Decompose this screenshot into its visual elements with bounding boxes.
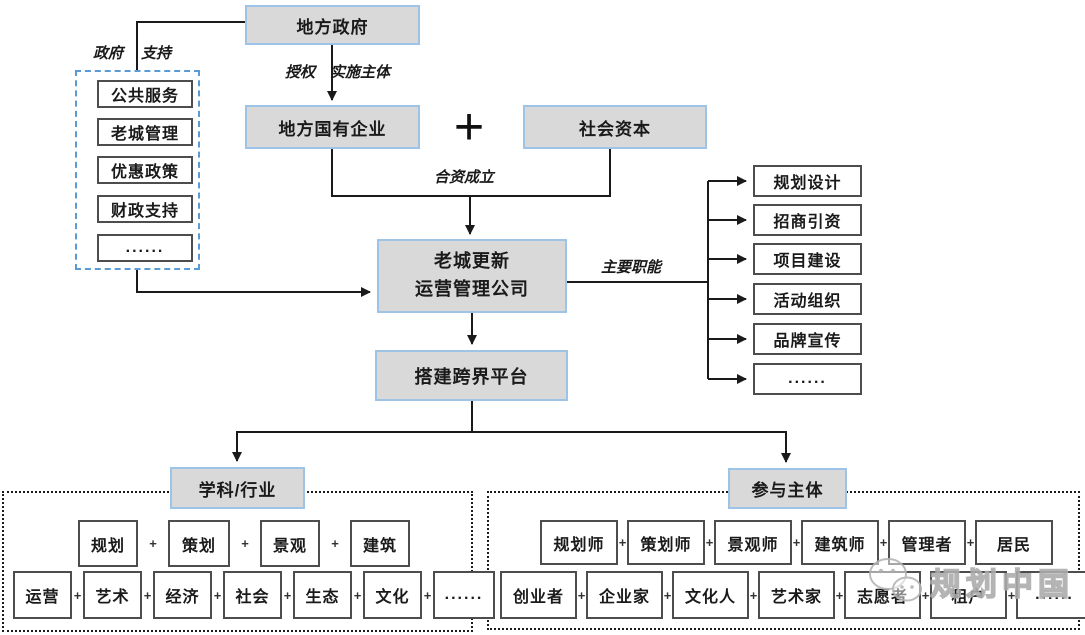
node-social-capital: 社会资本 (523, 105, 707, 149)
node-renewal-company: 老城更新 运营管理公司 (377, 239, 567, 313)
discipline-item: 经济 (153, 571, 212, 619)
label-government-support: 政府 支持 (93, 42, 171, 63)
function-item-ellipsis: ...... (753, 363, 862, 395)
plus-separator: + (921, 587, 930, 603)
plus-sign-large: + (453, 98, 485, 156)
discipline-item: 艺术 (83, 571, 142, 619)
support-item: 公共服务 (97, 80, 193, 108)
discipline-item: 策划 (168, 520, 230, 567)
plus-separator: + (749, 587, 758, 603)
plus-separator: + (792, 535, 801, 550)
plus-separator: + (577, 587, 586, 603)
plus-separator: + (331, 536, 339, 551)
company-name-line1: 老城更新 (434, 251, 510, 272)
company-name-line2: 运营管理公司 (415, 279, 529, 299)
plus-separator: + (663, 587, 672, 603)
support-item: 老城管理 (97, 118, 193, 146)
participants-title: 参与主体 (728, 468, 847, 509)
label-authorize-implement: 授权 实施主体 (285, 61, 390, 82)
plus-separator: + (241, 536, 249, 551)
disciplines-row1: 规划 + 策划 + 景观 + 建筑 (78, 520, 410, 567)
plus-separator: + (213, 587, 222, 603)
plus-separator: + (835, 587, 844, 603)
participant-item: 规划师 (540, 520, 618, 565)
label-implement-body: 实施主体 (330, 65, 391, 81)
participant-item: 文化人 (672, 571, 749, 619)
support-item: 财政支持 (97, 195, 193, 223)
plus-separator: + (705, 535, 714, 550)
function-item: 项目建设 (753, 243, 862, 275)
label-authorize: 授权 (285, 65, 316, 81)
function-item: 招商引资 (753, 204, 862, 236)
node-platform: 搭建跨界平台 (375, 350, 568, 401)
participant-item: 策划师 (627, 520, 705, 565)
label-main-functions: 主要职能 (601, 260, 662, 276)
participant-item: 志愿者 (844, 571, 921, 619)
participant-item: 创业者 (500, 571, 577, 619)
plus-separator: + (149, 536, 157, 551)
participant-item: 租户 (930, 571, 1007, 619)
discipline-item: 规划 (78, 520, 138, 567)
support-item: 优惠政策 (97, 156, 193, 184)
disciplines-row2: 运营 + 艺术 + 经济 + 社会 + 生态 + 文化 + ...... (13, 571, 495, 619)
node-local-soe: 地方国有企业 (245, 105, 420, 149)
function-item: 品牌宣传 (753, 323, 862, 355)
participant-item: 景观师 (714, 520, 792, 565)
participants-row1: 规划师 + 策划师 + 景观师 + 建筑师 + 管理者 + 居民 (540, 520, 1053, 565)
plus-separator: + (143, 587, 152, 603)
participant-item-ellipsis: ...... (1016, 571, 1085, 619)
disciplines-title: 学科/行业 (170, 467, 305, 509)
discipline-item-ellipsis: ...... (433, 571, 495, 619)
plus-separator: + (966, 535, 975, 550)
function-item: 活动组织 (753, 283, 862, 315)
participant-item: 建筑师 (801, 520, 879, 565)
plus-separator: + (879, 535, 888, 550)
discipline-item: 文化 (363, 571, 422, 619)
plus-separator: + (73, 587, 82, 603)
discipline-item: 运营 (13, 571, 72, 619)
discipline-item: 建筑 (350, 520, 410, 567)
participant-item: 居民 (975, 520, 1053, 565)
label-joint-venture: 合资成立 (434, 170, 495, 186)
plus-separator: + (618, 535, 627, 550)
label-support: 支持 (141, 46, 172, 62)
discipline-item: 景观 (260, 520, 320, 567)
label-government: 政府 (93, 46, 124, 62)
plus-separator: + (283, 587, 292, 603)
support-panel (75, 70, 200, 270)
function-item: 规划设计 (753, 165, 862, 197)
plus-separator: + (423, 587, 432, 603)
plus-separator: + (353, 587, 362, 603)
node-local-government: 地方政府 (245, 5, 420, 45)
participants-row2: 创业者 + 企业家 + 文化人 + 艺术家 + 志愿者 + 租户 + .....… (500, 571, 1085, 619)
discipline-item: 生态 (293, 571, 352, 619)
support-item-ellipsis: ...... (97, 234, 193, 262)
discipline-item: 社会 (223, 571, 282, 619)
participant-item: 艺术家 (758, 571, 835, 619)
plus-separator: + (1007, 587, 1016, 603)
participant-item: 管理者 (888, 520, 966, 565)
participant-item: 企业家 (586, 571, 663, 619)
